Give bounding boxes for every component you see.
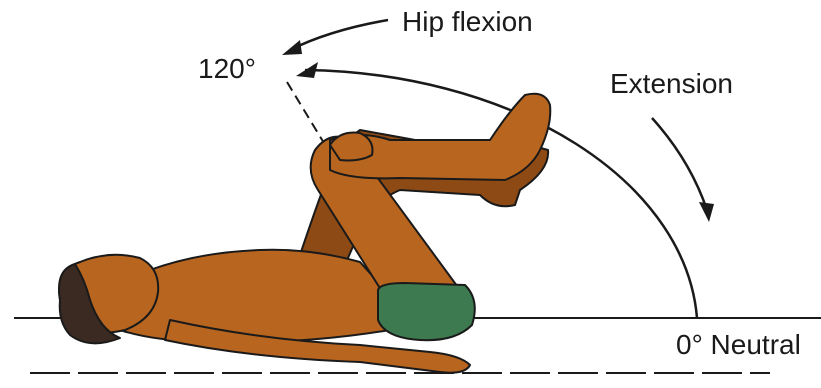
hip-flexion-arrowhead-icon: [282, 40, 302, 55]
angle-120-label: 120°: [198, 55, 256, 83]
arc-arrowhead-icon: [296, 62, 318, 78]
torso-icon: [120, 250, 390, 343]
hip-flexion-label: Hip flexion: [402, 8, 533, 36]
extension-arrow: [652, 118, 707, 210]
shorts-icon: [378, 283, 475, 340]
extension-label: Extension: [610, 70, 733, 98]
supine-figure-icon: [59, 94, 550, 373]
neutral-label: 0° Neutral: [676, 331, 801, 359]
extension-arrowhead-icon: [699, 202, 714, 222]
hip-flexion-arrow: [290, 20, 388, 50]
